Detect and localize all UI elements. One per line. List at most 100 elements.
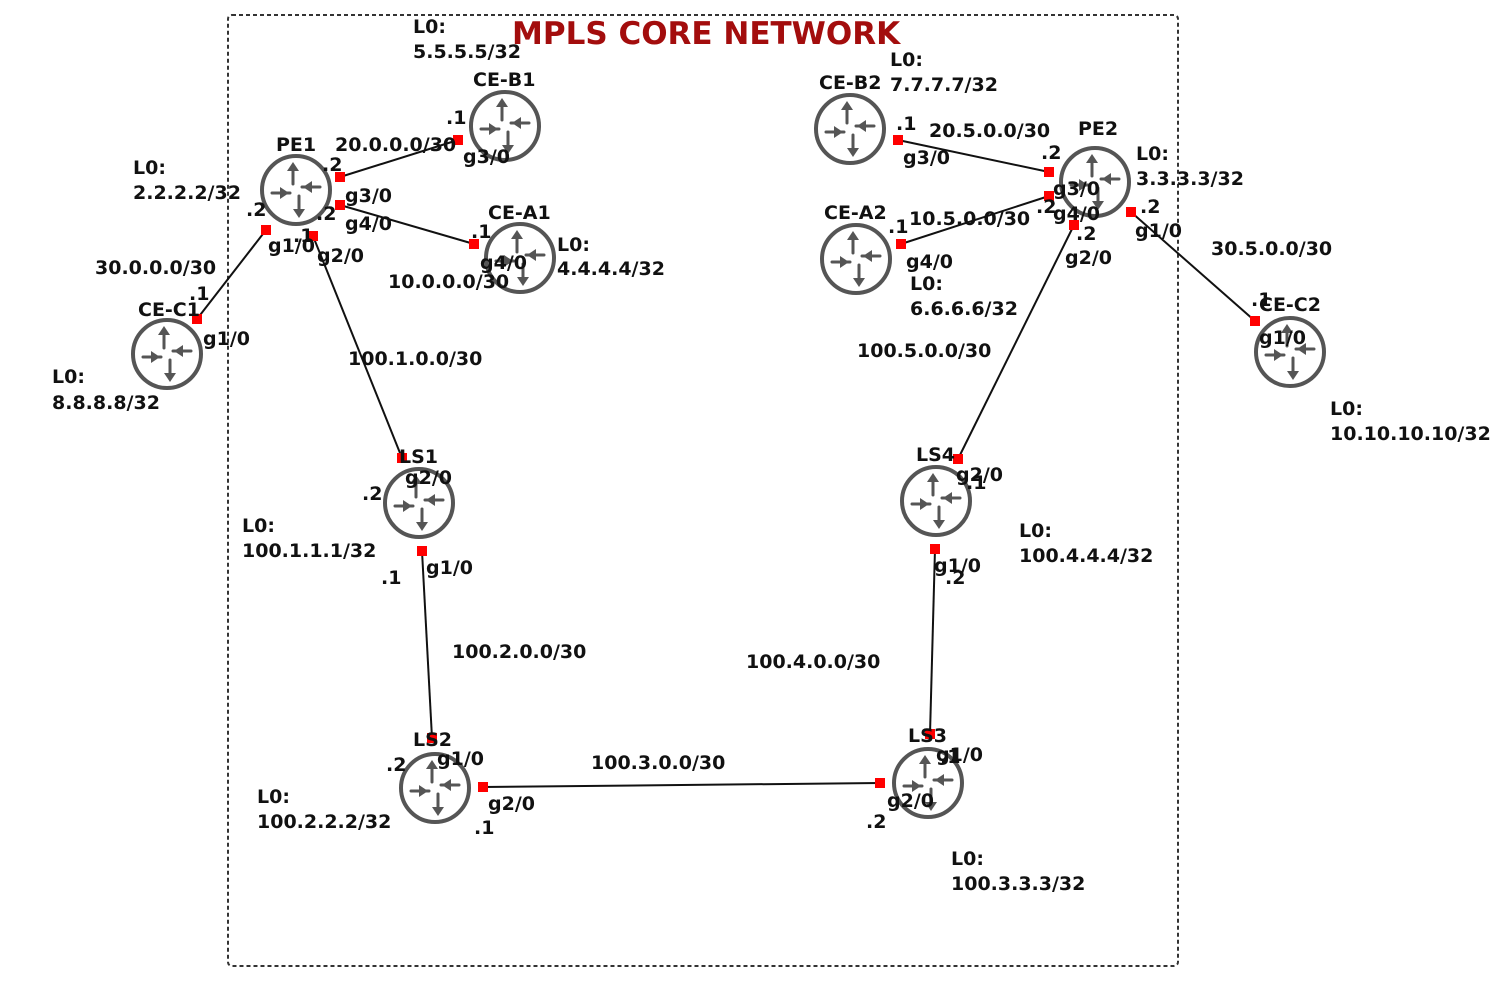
- interface-label: g1/0: [936, 744, 983, 766]
- interface-label: g1/0: [426, 557, 473, 579]
- router-icon: [820, 223, 892, 295]
- loopback-label: L0:: [1136, 143, 1169, 165]
- link-ls4-pe2: [957, 224, 1075, 460]
- port-marker: [261, 225, 271, 235]
- router-name: PE1: [276, 134, 316, 156]
- router-name: CE-B2: [819, 72, 882, 94]
- interface-label: g2/0: [956, 464, 1003, 486]
- interface-label: g2/0: [317, 245, 364, 267]
- subnet-label: 30.5.0.0/30: [1211, 238, 1332, 260]
- host-label: .2: [362, 483, 382, 505]
- loopback-ip: 100.3.3.3/32: [951, 873, 1085, 895]
- host-label: .1: [293, 225, 313, 247]
- link-pe1-ls1: [312, 235, 403, 459]
- host-label: .1: [189, 283, 209, 305]
- link-pe2-cec2: [1130, 211, 1256, 322]
- port-marker: [953, 454, 963, 464]
- port-marker: [469, 239, 479, 249]
- interface-label: g2/0: [488, 793, 535, 815]
- link-ls2-ls3: [482, 782, 881, 788]
- host-label: .1: [471, 221, 491, 243]
- subnet-label: 30.0.0.0/30: [95, 257, 216, 279]
- interface-label: g2/0: [405, 467, 452, 489]
- subnet-label: 100.3.0.0/30: [591, 752, 725, 774]
- subnet-label: 20.5.0.0/30: [929, 120, 1050, 142]
- host-label: .2: [945, 567, 965, 589]
- loopback-label: L0:: [52, 366, 85, 388]
- host-label: .2: [1036, 196, 1056, 218]
- link-ls1-ls2: [421, 550, 433, 739]
- host-label: .2: [1076, 223, 1096, 245]
- port-marker: [1044, 191, 1054, 201]
- router-name: LS3: [908, 725, 947, 747]
- host-label: .1: [940, 746, 960, 768]
- loopback-label: L0:: [557, 234, 590, 256]
- host-label: .2: [866, 811, 886, 833]
- router-name: LS2: [413, 729, 452, 751]
- subnet-label: 100.5.0.0/30: [857, 340, 991, 362]
- host-label: .1: [381, 567, 401, 589]
- port-marker: [1044, 167, 1054, 177]
- port-marker: [308, 231, 318, 241]
- router-name: CE-C1: [138, 299, 200, 321]
- loopback-label: L0:: [257, 786, 290, 808]
- host-label: .2: [1041, 142, 1061, 164]
- port-marker: [397, 453, 407, 463]
- interface-label: g3/0: [345, 185, 392, 207]
- link-pe1-cea1: [339, 204, 475, 245]
- port-marker: [478, 782, 488, 792]
- router-name: PE2: [1078, 118, 1118, 140]
- router-name: CE-B1: [473, 69, 536, 91]
- diagram-title: MPLS CORE NETWORK: [512, 16, 901, 52]
- loopback-ip: 100.4.4.4/32: [1019, 545, 1153, 567]
- router-cec1[interactable]: [131, 318, 203, 390]
- subnet-label: 20.0.0.0/30: [335, 134, 456, 156]
- port-marker: [1250, 316, 1260, 326]
- interface-label: g1/0: [268, 235, 315, 257]
- port-marker: [427, 733, 437, 743]
- subnet-label: 10.0.0.0/30: [388, 271, 509, 293]
- port-marker: [1126, 207, 1136, 217]
- port-marker: [192, 314, 202, 324]
- interface-label: g4/0: [906, 251, 953, 273]
- link-pe1-ceb1: [339, 139, 459, 178]
- router-cea2[interactable]: [820, 223, 892, 295]
- host-label: .2: [316, 203, 336, 225]
- interface-label: g2/0: [1065, 247, 1112, 269]
- loopback-label: L0:: [1330, 398, 1363, 420]
- loopback-label: L0:: [951, 848, 984, 870]
- port-marker: [335, 200, 345, 210]
- loopback-ip: 100.1.1.1/32: [242, 540, 376, 562]
- port-marker: [453, 135, 463, 145]
- host-label: .2: [1140, 196, 1160, 218]
- interface-label: g1/0: [203, 328, 250, 350]
- host-label: .2: [386, 754, 406, 776]
- router-ceb2[interactable]: [814, 93, 886, 165]
- interface-label: g4/0: [345, 213, 392, 235]
- link-pe2-cea2: [900, 195, 1050, 245]
- router-icon: [131, 318, 203, 390]
- router-name: CE-A1: [488, 202, 551, 224]
- port-marker: [896, 239, 906, 249]
- interface-label: g3/0: [1053, 178, 1100, 200]
- subnet-label: 100.4.0.0/30: [746, 651, 880, 673]
- interface-label: g4/0: [1053, 203, 1100, 225]
- port-marker: [925, 729, 935, 739]
- port-marker: [875, 778, 885, 788]
- host-label: .1: [896, 113, 916, 135]
- loopback-label: L0:: [133, 157, 166, 179]
- link-pe2-ceb2: [897, 139, 1050, 173]
- link-pe1-cec1: [196, 229, 267, 320]
- router-name: CE-C2: [1259, 294, 1321, 316]
- interface-label: g3/0: [903, 147, 950, 169]
- loopback-ip: 100.2.2.2/32: [257, 811, 391, 833]
- loopback-label: L0:: [242, 515, 275, 537]
- router-icon: [814, 93, 886, 165]
- loopback-label: L0:: [890, 49, 923, 71]
- interface-label: g1/0: [437, 748, 484, 770]
- loopback-label: L0:: [910, 273, 943, 295]
- interface-label: g1/0: [1259, 327, 1306, 349]
- host-label: .1: [966, 472, 986, 494]
